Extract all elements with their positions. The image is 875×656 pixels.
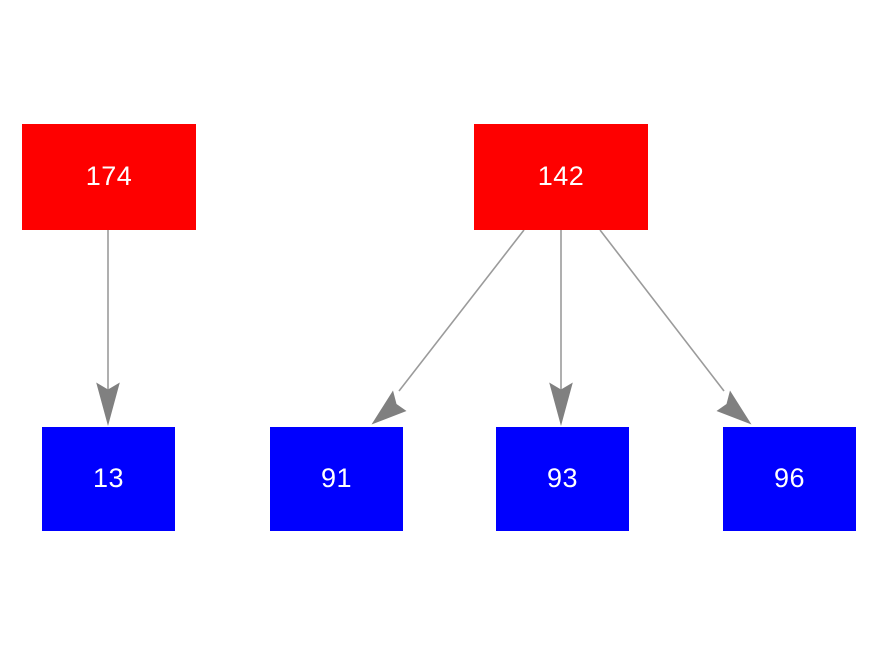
node-13[interactable]: 13 [42, 427, 175, 531]
node-96[interactable]: 96 [723, 427, 856, 531]
edge-line-142-91 [398, 229, 525, 392]
arrowhead-174-13 [96, 382, 120, 426]
edge-142-to-93 [549, 230, 573, 426]
node-91[interactable]: 91 [270, 427, 403, 531]
edge-142-to-96 [599, 229, 752, 425]
arrowhead-142-96 [716, 390, 752, 425]
node-174[interactable]: 174 [22, 124, 196, 230]
edge-174-to-13 [96, 230, 120, 426]
node-label-174: 174 [85, 160, 133, 191]
node-142[interactable]: 142 [474, 124, 648, 230]
node-label-96: 96 [773, 462, 806, 493]
edge-142-to-91 [371, 229, 525, 425]
node-93[interactable]: 93 [496, 427, 629, 531]
node-label-142: 142 [537, 160, 585, 191]
node-label-13: 13 [92, 462, 125, 493]
node-label-93: 93 [546, 462, 579, 493]
edge-line-142-96 [599, 229, 725, 392]
arrowhead-142-93 [549, 382, 573, 426]
node-label-91: 91 [320, 462, 353, 493]
arrowhead-142-91 [371, 390, 407, 425]
